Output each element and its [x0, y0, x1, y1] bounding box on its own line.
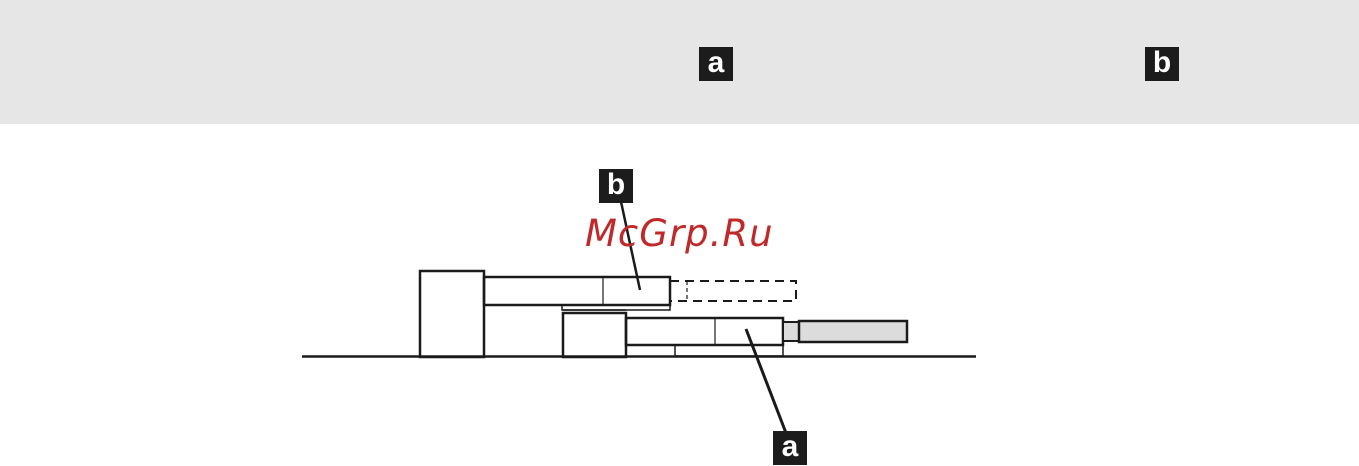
lower-slot-base	[675, 345, 783, 356]
upper-slot-housing	[420, 271, 484, 357]
upper-card-dashed	[670, 281, 796, 301]
lower-slot-body	[626, 318, 783, 345]
lower-slot-housing	[563, 313, 626, 357]
callout-label-a: a	[773, 431, 807, 465]
callout-label-b: b	[599, 169, 633, 203]
watermark-text: McGrp.Ru	[585, 212, 774, 255]
card-pusher	[799, 321, 907, 342]
upper-slot-body	[484, 277, 670, 305]
card-pusher-inner	[783, 322, 799, 341]
